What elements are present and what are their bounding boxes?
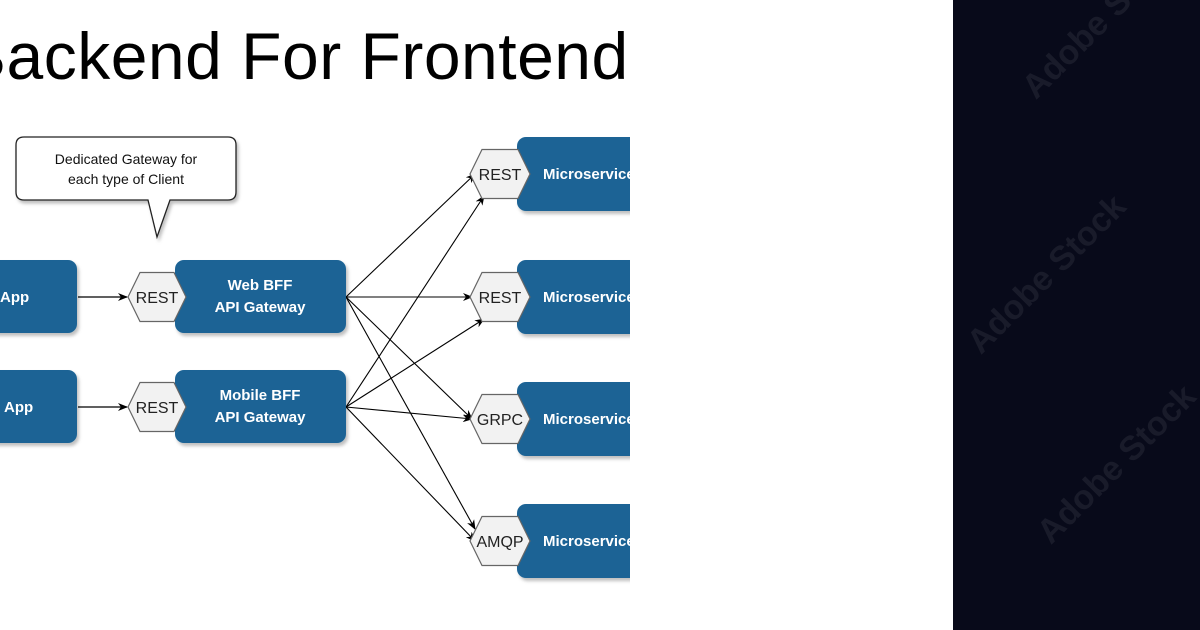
client-app-box	[0, 260, 77, 333]
arrow-gateway-to-service	[345, 318, 485, 408]
service-protocol-hex-label: GRPC	[477, 412, 523, 429]
microservice-box	[517, 137, 630, 211]
arrow-gateway-to-service	[345, 296, 473, 420]
gateway-subtitle: API Gateway	[215, 409, 307, 426]
gateway-box	[175, 260, 346, 333]
callout-line-2: each type of Client	[68, 171, 184, 187]
service-protocol-hex-label: REST	[479, 167, 522, 184]
gateway-protocol-hex	[127, 271, 187, 323]
slide-title: Backend For Frontend	[0, 19, 629, 93]
gateway-name: Web BFF	[228, 277, 293, 294]
watermark: Adobe Stock	[959, 187, 1134, 362]
client-app-box	[0, 370, 77, 443]
microservice-label: Microservice	[543, 166, 630, 183]
arrow-gateway-to-service	[345, 195, 485, 408]
microservice-label: Microservice	[543, 411, 630, 428]
microservice-label: Microservice	[543, 289, 630, 306]
dark-side-panel: Adobe Stock Adobe Stock Adobe Stock	[953, 0, 1200, 630]
arrow-gateway-to-service	[345, 406, 476, 542]
service-protocol-hex	[469, 271, 531, 323]
diagram-slide: Backend For Frontend Dedicated Gateway f…	[0, 19, 630, 578]
service-protocol-hex	[469, 148, 531, 200]
gateway-name: Mobile BFF	[220, 387, 301, 404]
gateway-protocol-hex-label: REST	[136, 290, 179, 307]
microservice-box	[517, 504, 630, 578]
arrow-gateway-to-service	[345, 173, 476, 298]
gateway-protocol-hex	[127, 381, 187, 433]
service-protocol-hex	[469, 393, 531, 445]
watermark: Adobe Stock	[1029, 377, 1200, 552]
service-protocol-hex-label: REST	[479, 290, 522, 307]
callout-line-1: Dedicated Gateway for	[55, 151, 198, 167]
gateway-box	[175, 370, 346, 443]
gateway-subtitle: API Gateway	[215, 299, 307, 316]
client-app-label: App	[4, 399, 33, 416]
microservice-box	[517, 260, 630, 334]
service-protocol-hex-label: AMQP	[476, 534, 523, 551]
bff-diagram: Dedicated Gateway for each type of Clien…	[0, 136, 630, 578]
service-protocol-hex	[469, 515, 531, 567]
watermark: Adobe Stock	[1014, 0, 1189, 107]
microservice-label: Microservice	[543, 533, 630, 550]
arrow-gateway-to-service	[345, 406, 473, 423]
callout-bubble: Dedicated Gateway for each type of Clien…	[15, 136, 237, 240]
client-app-label: App	[0, 289, 29, 306]
microservice-box	[517, 382, 630, 456]
gateway-protocol-hex-label: REST	[136, 400, 179, 417]
